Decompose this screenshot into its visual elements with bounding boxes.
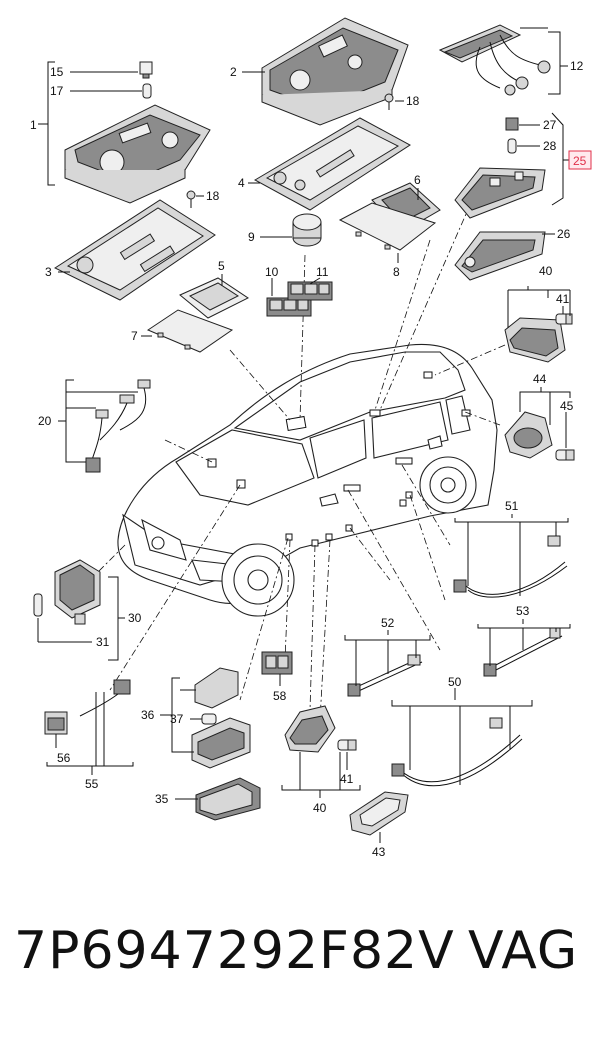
callout-4: 4 — [238, 176, 245, 190]
callout-55: 55 — [85, 777, 99, 791]
callout-41b: 41 — [340, 772, 354, 786]
bulb-45 — [555, 449, 575, 461]
callout-11: 11 — [316, 265, 329, 279]
callout-20: 20 — [38, 414, 52, 428]
screw-18b — [384, 93, 394, 110]
callout-27: 27 — [543, 118, 557, 132]
callout-26: 26 — [557, 227, 571, 241]
callout-18b: 18 — [406, 94, 420, 108]
harness-55 — [44, 679, 131, 735]
callout-43: 43 — [372, 845, 386, 859]
cover-5 — [179, 277, 249, 319]
switch-35 — [195, 777, 261, 821]
callout-56: 56 — [57, 751, 71, 765]
harness-50 — [391, 717, 523, 787]
bulb-28 — [507, 138, 517, 154]
callout-58: 58 — [273, 689, 287, 703]
cover-panel-4 — [253, 117, 411, 211]
callout-35: 35 — [155, 792, 169, 806]
callout-7: 7 — [131, 329, 138, 343]
callout-labels: 1 2 3 4 5 6 7 8 9 10 11 12 15 17 18 18 2… — [30, 59, 587, 859]
cover-panel-3 — [53, 199, 216, 301]
callout-52: 52 — [381, 616, 395, 630]
switch-10-11 — [266, 281, 333, 317]
roof-console-2 — [261, 17, 409, 126]
callout-45: 45 — [560, 399, 574, 413]
callout-8: 8 — [393, 265, 400, 279]
callout-10: 10 — [265, 265, 279, 279]
callout-31: 31 — [96, 635, 110, 649]
callout-40a: 40 — [539, 264, 553, 278]
module-30 — [54, 559, 101, 619]
lamp-40-bottom — [284, 705, 336, 753]
callout-28: 28 — [543, 139, 557, 153]
part-number: 7P6947292F82V — [14, 921, 455, 981]
bulb-31 — [33, 593, 86, 625]
parts-diagram: 1 2 3 4 5 6 7 8 9 10 11 12 15 17 18 18 2… — [30, 17, 592, 859]
harness-12 — [438, 24, 551, 96]
harness-53 — [483, 627, 563, 677]
lens-8 — [338, 202, 437, 251]
callout-2: 2 — [230, 65, 237, 79]
lens-7 — [146, 309, 234, 353]
callout-12: 12 — [570, 59, 584, 73]
harness-52 — [347, 654, 423, 697]
callout-36: 36 — [141, 708, 155, 722]
callout-53: 53 — [516, 604, 530, 618]
callout-6: 6 — [414, 173, 421, 187]
callout-37: 37 — [170, 712, 184, 726]
bulb-15 — [139, 61, 153, 79]
lamp-43 — [349, 791, 409, 836]
callout-18a: 18 — [206, 189, 220, 203]
highlight-box-25 — [568, 150, 592, 170]
callout-44: 44 — [533, 372, 547, 386]
bulb-27 — [505, 117, 519, 131]
harness-20 — [85, 379, 151, 473]
callout-50: 50 — [448, 675, 462, 689]
callout-17: 17 — [50, 84, 64, 98]
knob-9 — [292, 213, 322, 247]
callout-40b: 40 — [313, 801, 327, 815]
switch-58 — [261, 651, 293, 675]
callout-51: 51 — [505, 499, 519, 513]
harness-51 — [453, 535, 568, 598]
lamp-40-right — [504, 317, 566, 363]
car-outline — [117, 343, 498, 617]
lamp-25 — [454, 167, 546, 219]
leader-lines — [89, 204, 506, 721]
bulb-37 — [201, 713, 217, 725]
screw-18a — [186, 190, 196, 208]
bulb-41-right — [555, 313, 573, 325]
callout-1: 1 — [30, 118, 37, 132]
callout-41a: 41 — [556, 292, 570, 306]
callout-25: 25 — [573, 154, 587, 168]
callout-30: 30 — [128, 611, 142, 625]
callout-5: 5 — [218, 259, 225, 273]
lamp-44 — [504, 411, 553, 459]
bulb-17 — [142, 83, 152, 99]
brackets — [37, 27, 571, 843]
bulb-41-bottom — [337, 739, 357, 751]
module-36 — [191, 667, 251, 769]
callout-9: 9 — [248, 230, 255, 244]
lamp-26 — [454, 231, 546, 281]
brand-name: VAG — [468, 921, 579, 981]
callout-15: 15 — [50, 65, 64, 79]
callout-3: 3 — [45, 265, 52, 279]
roof-console-1 — [64, 104, 211, 204]
